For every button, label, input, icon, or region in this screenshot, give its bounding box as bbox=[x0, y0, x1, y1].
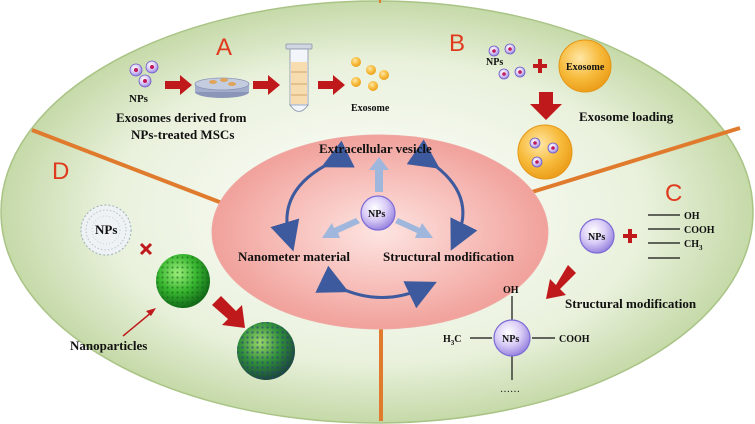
cross-icon-d bbox=[139, 242, 153, 256]
loaded-nps bbox=[529, 137, 559, 168]
mol-dots: …… bbox=[500, 384, 520, 395]
center-label-top: Extracellular vesicle bbox=[319, 141, 432, 156]
pointer-arrow-d bbox=[122, 311, 153, 337]
plus-icon-c bbox=[623, 229, 637, 243]
arrow-a1 bbox=[165, 75, 192, 95]
porous-np bbox=[80, 204, 132, 256]
caption-a-line1: Exosomes derived from bbox=[116, 110, 247, 125]
nps-label-c: NPs bbox=[588, 232, 605, 243]
np-c bbox=[579, 218, 615, 254]
exosome-cluster-a bbox=[351, 57, 389, 91]
np-cluster-b bbox=[488, 43, 526, 80]
pointer-arrow-head-d bbox=[146, 308, 156, 316]
caption-a-line2: NPs-treated MSCs bbox=[131, 127, 234, 142]
center-cycle: NPs Extracellular vesicle Nanometer mate… bbox=[238, 139, 515, 309]
mol-center-np bbox=[493, 319, 531, 357]
curve-arrow-right bbox=[406, 139, 478, 251]
divider-right bbox=[531, 126, 741, 194]
mol-oh: OH bbox=[503, 285, 519, 296]
nps-label-d: NPs bbox=[95, 222, 117, 237]
curve-arrow-bottom bbox=[315, 265, 437, 309]
panel-c: NPs OH COOH CH3 Structural modification … bbox=[443, 211, 715, 395]
center-np-label: NPs bbox=[368, 209, 385, 220]
molecule: OH H3C COOH …… NPs bbox=[443, 285, 590, 395]
nps-label-a: NPs bbox=[129, 93, 149, 105]
panel-a: NPs bbox=[116, 43, 390, 142]
panel-letter-a: A bbox=[216, 34, 232, 61]
caption-c: Structural modification bbox=[565, 296, 697, 311]
mol-center-label: NPs bbox=[502, 334, 519, 345]
caption-b: Exosome loading bbox=[579, 109, 674, 124]
coated-nanoparticle-texture bbox=[237, 322, 295, 380]
panel-letter-c: C bbox=[665, 180, 682, 207]
arrow-d-diag bbox=[212, 296, 245, 328]
center-label-right: Structural modification bbox=[383, 249, 515, 264]
mol-cooh: COOH bbox=[559, 334, 590, 345]
group-ch3: CH3 bbox=[684, 239, 703, 252]
arrow-b-down bbox=[530, 92, 562, 120]
group-oh: OH bbox=[684, 211, 700, 222]
petri-dish bbox=[194, 77, 250, 98]
panel-b: NPs Exosome Exosome loading bbox=[486, 39, 674, 180]
test-tube bbox=[285, 43, 313, 112]
center-np bbox=[360, 195, 396, 231]
panel-letter-d: D bbox=[52, 158, 69, 185]
np-cluster-a bbox=[129, 60, 159, 88]
arrow-a2 bbox=[253, 75, 280, 95]
loaded-exosome bbox=[517, 124, 573, 180]
caption-d: Nanoparticles bbox=[70, 338, 147, 353]
green-nanoparticle-texture bbox=[156, 254, 210, 308]
exosome-label-a: Exosome bbox=[351, 103, 390, 114]
panel-d: NPs Nanoparticles bbox=[70, 204, 295, 380]
curve-arrow-left bbox=[270, 140, 355, 252]
divider-left bbox=[31, 128, 223, 205]
arrow-c-diag bbox=[546, 265, 576, 299]
exosome-label-b: Exosome bbox=[566, 62, 605, 73]
exosome-b bbox=[558, 39, 612, 93]
mol-h3c: H3C bbox=[443, 334, 462, 347]
nps-label-b: NPs bbox=[486, 57, 503, 68]
plus-icon-b bbox=[533, 59, 547, 73]
arrow-center-up bbox=[369, 157, 389, 192]
panel-letter-b: B bbox=[449, 30, 465, 57]
arrow-a3 bbox=[318, 75, 345, 95]
center-label-left: Nanometer material bbox=[238, 249, 350, 264]
group-cooh: COOH bbox=[684, 225, 715, 236]
